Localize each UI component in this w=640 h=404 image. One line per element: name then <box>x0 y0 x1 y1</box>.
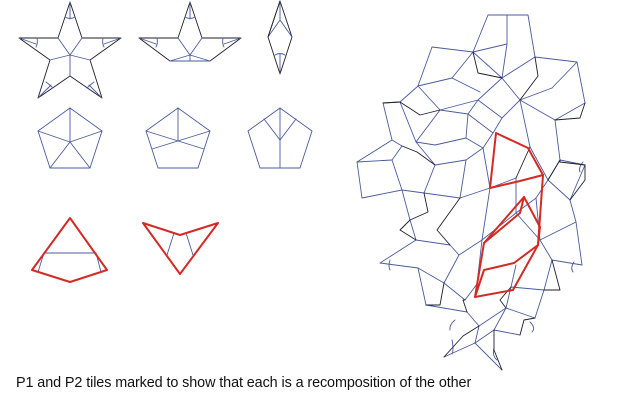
p1-star-shape <box>18 1 122 99</box>
p1-pentagon-y <box>247 107 313 169</box>
highlighted-kite-outline <box>489 132 544 189</box>
p1-pentagon-five-rays <box>37 107 103 169</box>
p1-diamond-shape <box>267 0 293 75</box>
p2-kite-tile <box>31 217 108 283</box>
highlighted-dart-outline <box>474 174 544 298</box>
figure-caption: P1 and P2 tiles marked to show that each… <box>16 375 472 391</box>
p2-dart-tile <box>142 222 219 275</box>
p1-pentagon-crossed <box>145 107 211 169</box>
p1-boat-shape <box>138 1 242 62</box>
penrose-tiling-patch <box>356 14 586 371</box>
